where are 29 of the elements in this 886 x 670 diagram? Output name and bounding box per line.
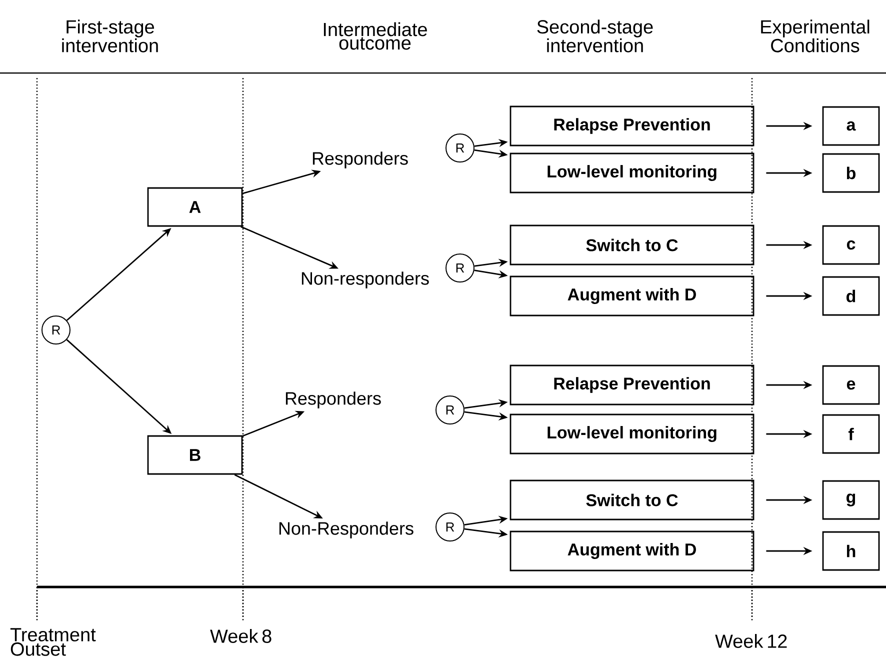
condition-box: g <box>822 480 880 520</box>
treatment-box: Augment with D <box>510 276 754 316</box>
treatment-box: B <box>147 435 243 475</box>
outcome-label: Non-responders <box>302 272 429 288</box>
condition-box: f <box>822 414 880 454</box>
treatment-box: Low-level monitoring <box>510 152 754 194</box>
condition-box: d <box>822 276 880 316</box>
treatment-box: A <box>147 187 243 227</box>
condition-box: b <box>822 153 880 193</box>
column-heading: Intermediate outcome <box>324 22 427 50</box>
outcome-label: Responders <box>286 392 381 408</box>
treatment-box: Augment with D <box>510 530 754 572</box>
treatment-box: Relapse Prevention <box>510 364 754 406</box>
condition-box: h <box>822 531 880 571</box>
timeline-label: Week 12 <box>715 634 787 648</box>
treatment-box: Switch to C <box>510 480 754 520</box>
treatment-box: Switch to C <box>510 224 754 266</box>
condition-box: c <box>822 225 880 265</box>
timeline-label: Week 8 <box>210 629 272 643</box>
column-heading: Second-stage intervention <box>537 20 653 52</box>
column-heading: First-stage intervention <box>62 20 158 52</box>
timeline-label: Treatment Outset <box>10 628 96 656</box>
column-heading: Experimental Conditions <box>761 20 870 52</box>
treatment-box: Relapse Prevention <box>510 106 754 146</box>
condition-box: e <box>822 365 880 405</box>
outcome-label: Non-Responders <box>279 522 414 538</box>
treatment-box: Low-level monitoring <box>510 414 754 454</box>
condition-box: a <box>822 106 880 146</box>
outcome-label: Responders <box>312 152 408 168</box>
